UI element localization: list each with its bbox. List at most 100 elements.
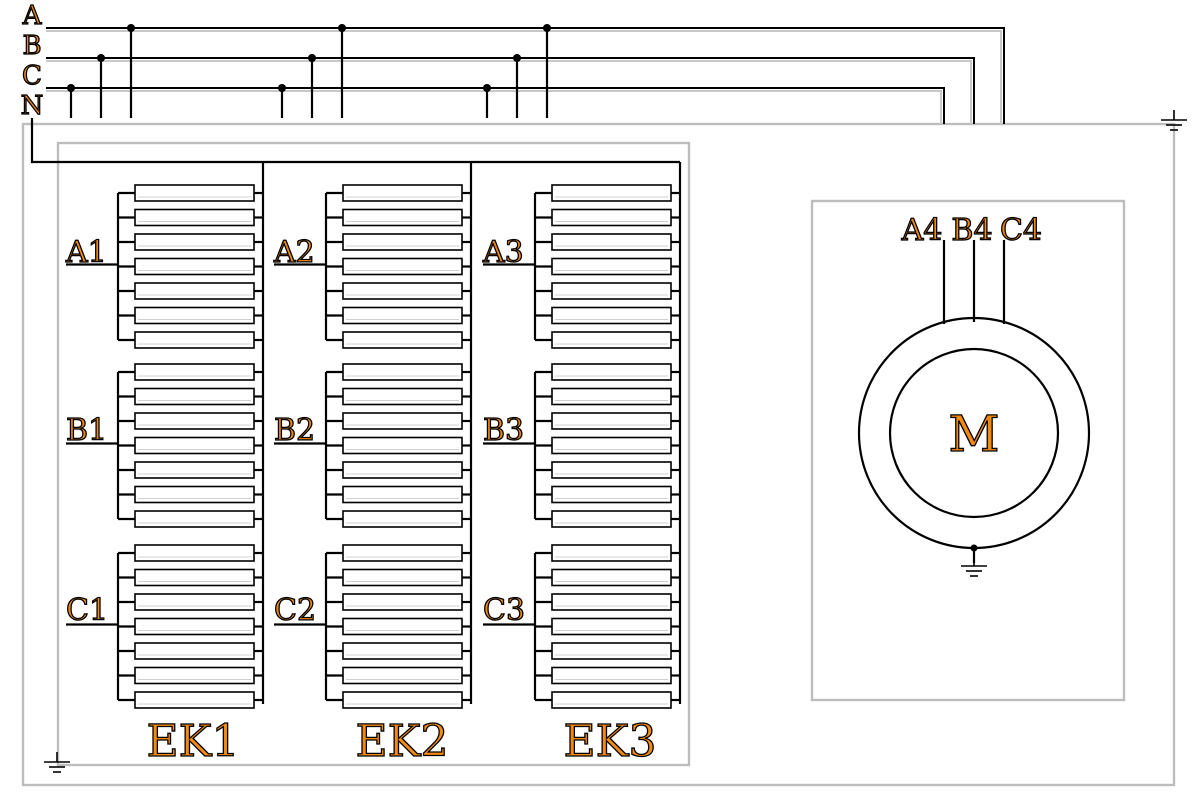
heating-element xyxy=(551,568,672,587)
bus-taps xyxy=(67,24,551,118)
motor-terminal-c4: C4 xyxy=(1000,213,1042,248)
heating-element xyxy=(134,593,255,611)
heating-element xyxy=(134,485,255,504)
heating-element xyxy=(342,331,463,349)
heating-element xyxy=(134,544,255,562)
heating-element xyxy=(551,461,672,479)
heating-element xyxy=(134,331,255,349)
ground-symbol-icon xyxy=(1161,110,1187,131)
heating-element xyxy=(134,412,255,430)
heating-element xyxy=(551,184,672,202)
heating-element xyxy=(134,642,255,660)
heating-element xyxy=(134,387,255,406)
outer-enclosure xyxy=(21,122,1176,787)
bus-line-b xyxy=(46,57,975,124)
heating-element xyxy=(551,436,672,455)
bus-lines xyxy=(46,27,1005,124)
phase-group-b3 xyxy=(483,363,680,528)
heater-banks xyxy=(66,162,682,709)
phase-label-a3: A3 xyxy=(482,235,524,270)
heating-element xyxy=(551,510,672,528)
heating-element xyxy=(342,282,463,300)
bus-junction xyxy=(513,54,521,62)
bus-junction xyxy=(308,54,316,62)
heating-element xyxy=(342,387,463,406)
phase-group-a1 xyxy=(66,184,263,349)
heater-cabinet-frame xyxy=(56,141,691,767)
heater-bank-ek3 xyxy=(483,162,682,709)
heating-element xyxy=(551,331,672,349)
bus-junction xyxy=(97,54,105,62)
neutral-line xyxy=(30,118,680,164)
heating-element xyxy=(342,544,463,562)
phase-group-a2 xyxy=(274,184,471,349)
heater-label-ek3: EK3 xyxy=(564,716,657,767)
motor: M A4 B4 C4 xyxy=(857,212,1091,563)
ground-symbol-icon xyxy=(961,556,987,577)
heating-element xyxy=(551,691,672,709)
phase-label-c1: C1 xyxy=(66,593,108,628)
heating-element xyxy=(342,184,463,202)
heating-element xyxy=(551,412,672,430)
bus-line-a xyxy=(46,27,1005,124)
heating-element xyxy=(551,306,672,325)
bus-label-n: N xyxy=(21,91,44,121)
heating-element xyxy=(134,282,255,300)
heating-element xyxy=(342,691,463,709)
heater-bank-ek1 xyxy=(66,162,265,709)
heating-element xyxy=(551,208,672,227)
heating-element xyxy=(342,461,463,479)
motor-inner-ring xyxy=(888,347,1060,519)
heating-element xyxy=(551,282,672,300)
heating-element xyxy=(551,233,672,251)
bus-junction xyxy=(543,24,551,32)
heating-element xyxy=(134,568,255,587)
heating-element xyxy=(342,412,463,430)
heating-element xyxy=(551,617,672,636)
heater-label-ek2: EK2 xyxy=(356,716,449,767)
phase-label-c3: C3 xyxy=(483,593,525,628)
phase-group-a3 xyxy=(483,184,680,349)
phase-group-b1 xyxy=(66,363,263,528)
heating-element xyxy=(134,306,255,325)
heating-element xyxy=(134,461,255,479)
heating-element xyxy=(134,666,255,685)
heating-element xyxy=(342,510,463,528)
heating-element xyxy=(342,642,463,660)
heating-element xyxy=(551,257,672,276)
heating-element xyxy=(551,387,672,406)
phase-group-c2 xyxy=(274,544,471,709)
bus-junction xyxy=(67,84,75,92)
heating-element xyxy=(134,436,255,455)
bus-label-a: A xyxy=(22,1,43,31)
heating-element xyxy=(342,593,463,611)
ground-symbols xyxy=(44,110,1187,773)
heating-element xyxy=(134,257,255,276)
heating-element xyxy=(551,363,672,381)
bus-junction xyxy=(338,24,346,32)
heating-element xyxy=(134,233,255,251)
phase-label-b3: B3 xyxy=(483,413,524,448)
heating-element xyxy=(342,233,463,251)
phase-group-b2 xyxy=(274,363,471,528)
heating-element xyxy=(342,208,463,227)
heating-element xyxy=(551,666,672,685)
motor-terminal-a4: A4 xyxy=(901,213,943,248)
heating-element xyxy=(342,617,463,636)
heating-element xyxy=(551,485,672,504)
phase-group-c3 xyxy=(483,544,680,709)
motor-cabinet-frame xyxy=(810,199,1126,702)
heating-element xyxy=(134,184,255,202)
heating-element xyxy=(134,208,255,227)
heater-label-ek1: EK1 xyxy=(147,716,240,767)
heating-element xyxy=(551,642,672,660)
heating-element xyxy=(134,510,255,528)
heating-element xyxy=(342,485,463,504)
heating-element xyxy=(342,306,463,325)
phase-label-a1: A1 xyxy=(65,235,107,270)
bus-line-c xyxy=(46,87,945,124)
bus-junction xyxy=(278,84,286,92)
motor-terminal-b4: B4 xyxy=(951,213,992,248)
phase-label-b2: B2 xyxy=(274,413,315,448)
